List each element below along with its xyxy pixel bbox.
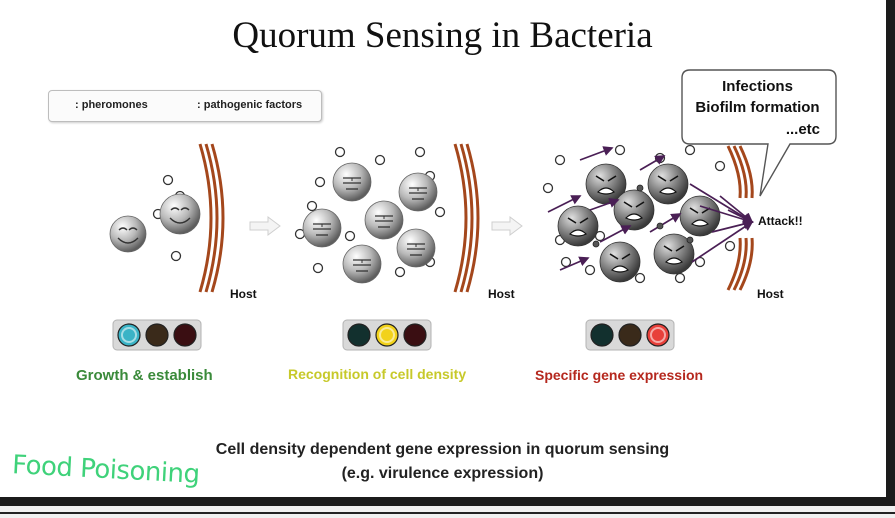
host-wall-2 (453, 143, 480, 293)
pathogen-node-0 (636, 184, 644, 192)
cell-happy-1 (109, 215, 147, 253)
cell-neutral-4 (396, 228, 436, 268)
cell-angry-2 (557, 205, 599, 247)
caption-line-1: Cell density dependent gene expression i… (215, 441, 670, 458)
pheromone-s3-3 (684, 144, 696, 156)
pheromone-s2-1 (374, 154, 386, 166)
pheromone-s3-4 (714, 160, 726, 172)
cell-neutral-2 (302, 208, 342, 248)
legend-pathogenic-label: : pathogenic factors (197, 99, 303, 111)
cell-angry-5 (599, 241, 641, 283)
pheromone-s2-3 (314, 176, 326, 188)
cell-neutral-5 (342, 244, 382, 284)
cell-neutral-0 (332, 162, 372, 202)
bubble-line-infections: Infections (722, 78, 793, 95)
pheromone-s3-12 (724, 240, 736, 252)
caption-line-2: (e.g. virulence expression) (341, 465, 544, 482)
cell-neutral-3 (364, 200, 404, 240)
pheromone-s2-5 (344, 230, 356, 242)
speech-bubble (681, 69, 837, 197)
host-label-2: Host (488, 287, 515, 301)
host-wall-3 (726, 145, 754, 291)
stage-label-recognition: Recognition of cell density (288, 366, 467, 382)
pheromone-s1-3 (170, 250, 182, 262)
transition-arrow-2 (491, 216, 523, 236)
traffic-light-3 (585, 319, 675, 351)
pheromone-s2-0 (334, 146, 346, 158)
attack-arrow-1 (719, 195, 754, 224)
pathogen-node-1 (686, 236, 694, 244)
cell-angry-6 (653, 233, 695, 275)
pheromone-s3-5 (542, 182, 554, 194)
transition-arrow-1 (249, 216, 281, 236)
pheromone-s2-8 (394, 266, 406, 278)
bubble-line-biofilm: Biofilm formation (695, 99, 820, 116)
attack-arrow-0 (689, 183, 754, 223)
pathogen-node-3 (656, 222, 664, 230)
host-wall-1 (198, 143, 225, 293)
attack-label: Attack!! (758, 214, 803, 228)
pathogenic-arrow-3 (599, 225, 632, 243)
legend-box: : pheromones : pathogenic factors (48, 90, 322, 122)
cell-happy-2 (159, 193, 201, 235)
page-title: Quorum Sensing in Bacteria (232, 15, 653, 56)
cell-angry-0 (585, 163, 627, 205)
pathogenic-arrow-5 (559, 256, 590, 271)
cell-neutral-1 (398, 172, 438, 212)
pheromone-s3-8 (584, 264, 596, 276)
slide-edge-right (886, 0, 895, 506)
cell-angry-1 (647, 163, 689, 205)
pheromone-s3-1 (614, 144, 626, 156)
pheromone-s3-0 (554, 154, 566, 166)
cell-angry-3 (613, 189, 655, 231)
pheromone-s2-2 (414, 146, 426, 158)
attack-arrow-3 (691, 221, 754, 263)
pathogenic-arrow-1 (579, 146, 614, 161)
stage-label-gene-expression: Specific gene expression (535, 367, 704, 383)
attack-arrow-5 (699, 205, 754, 225)
pathogenic-arrow-6 (589, 198, 620, 211)
pheromone-s1-0 (162, 174, 174, 186)
slide-edge-bottom (0, 497, 895, 506)
window-bottom-line (0, 512, 895, 514)
pathogenic-arrow-2 (639, 155, 666, 171)
traffic-light-1 (112, 319, 202, 351)
host-label-3: Host (757, 287, 784, 301)
pheromone-s2-4 (306, 200, 318, 212)
pathogen-node-2 (592, 240, 600, 248)
cell-angry-4 (679, 195, 721, 237)
legend-pheromones-label: : pheromones (75, 99, 148, 111)
bubble-line-etc: ...etc (785, 121, 820, 138)
pathogenic-arrow-0 (547, 195, 582, 213)
pheromone-s3-10 (674, 272, 686, 284)
pathogenic-arrow-4 (649, 213, 682, 233)
traffic-light-2 (342, 319, 432, 351)
stage-label-growth: Growth & establish (76, 367, 213, 384)
pheromone-s2-11 (434, 206, 446, 218)
pheromone-s3-9 (634, 272, 646, 284)
pheromone-s2-7 (312, 262, 324, 274)
host-label-1: Host (230, 287, 257, 301)
pheromone-s3-7 (560, 256, 572, 268)
